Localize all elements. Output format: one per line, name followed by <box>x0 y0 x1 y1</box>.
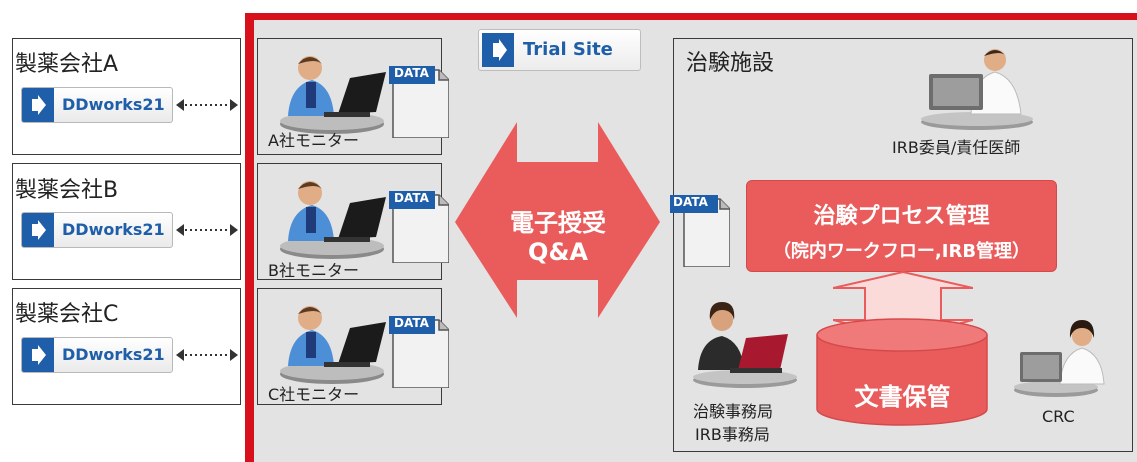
person-laptop-icon <box>280 181 386 259</box>
monitor-label-a: A社モニター <box>268 131 359 150</box>
company-name-c: 製薬会社C <box>15 302 119 327</box>
data-label: DATA <box>394 316 429 330</box>
office-label-2: IRB事務局 <box>695 425 770 444</box>
arrow-right-icon <box>22 213 54 247</box>
data-document-icon <box>389 66 449 138</box>
dotted-arrow-c <box>176 349 238 361</box>
office-label-1: 治験事務局 <box>693 402 774 421</box>
ddworks21-button-b[interactable]: DDworks21 <box>21 212 173 248</box>
ddworks21-label: DDworks21 <box>62 220 165 239</box>
process-subtitle: （院内ワークフロー,IRB管理） <box>772 241 1031 262</box>
data-label: DATA <box>394 66 429 80</box>
process-management-box <box>746 180 1057 272</box>
data-document-icon <box>670 195 730 267</box>
ddworks21-button-a[interactable]: DDworks21 <box>21 87 173 123</box>
irb-label: IRB委員/責任医師 <box>892 138 1021 157</box>
staff-laptop-icon <box>693 302 797 388</box>
data-document-icon <box>389 316 449 388</box>
arrow-right-icon <box>22 88 54 122</box>
data-label: DATA <box>673 195 708 209</box>
ddworks21-label: DDworks21 <box>62 345 165 364</box>
data-label: DATA <box>394 191 429 205</box>
monitor-label-c: C社モニター <box>268 385 360 404</box>
dotted-arrow-b <box>176 224 238 236</box>
company-name-a: 製薬会社A <box>15 52 119 77</box>
arrow-right-icon <box>22 338 54 372</box>
document-storage-cylinder <box>816 318 988 426</box>
company-name-b: 製薬会社B <box>15 178 119 203</box>
dotted-arrow-a <box>176 99 238 111</box>
crc-staff-icon <box>1014 320 1105 397</box>
doctor-desk-icon <box>921 49 1033 130</box>
storage-label: 文書保管 <box>854 383 951 411</box>
crc-label: CRC <box>1042 407 1075 426</box>
arrow-right-icon <box>482 33 514 67</box>
person-laptop-icon <box>280 56 386 134</box>
ddworks21-button-c[interactable]: DDworks21 <box>21 337 173 373</box>
monitor-label-b: B社モニター <box>268 261 359 280</box>
ddworks21-label: DDworks21 <box>62 95 165 114</box>
trial-site-badge: Trial Site <box>478 29 641 71</box>
trial-site-label: Trial Site <box>523 39 613 60</box>
exchange-double-arrow <box>455 122 660 318</box>
exchange-label-1: 電子授受 <box>510 209 606 237</box>
process-title: 治験プロセス管理 <box>813 204 990 229</box>
exchange-label-2: Q&A <box>528 238 588 266</box>
facility-title: 治験施設 <box>686 51 775 76</box>
data-document-icon <box>389 191 449 263</box>
person-laptop-icon <box>280 306 386 384</box>
